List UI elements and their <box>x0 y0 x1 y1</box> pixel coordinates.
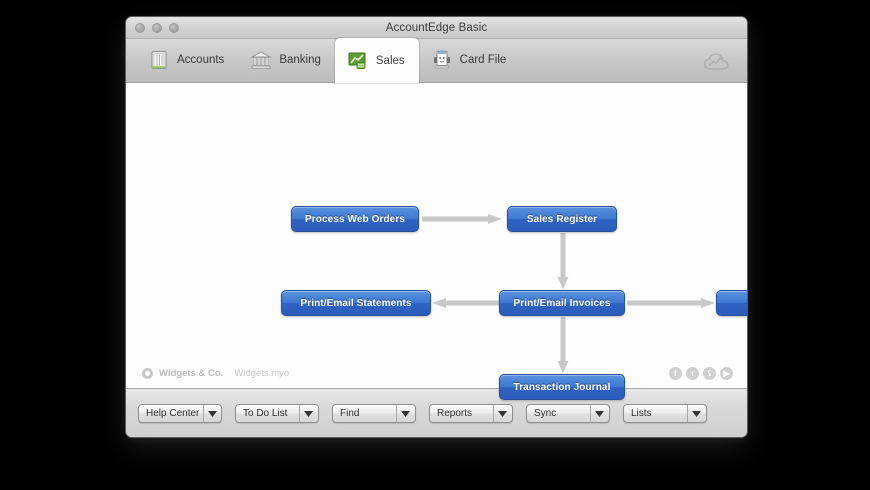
bottom-toolbar: Help Center To Do List Find Reports <box>126 388 747 437</box>
tab-sales[interactable]: Sales <box>334 38 419 83</box>
cloud-sync-icon[interactable] <box>703 50 733 74</box>
card-file-icon <box>431 49 453 71</box>
youtube-icon[interactable]: ▶ <box>720 366 733 380</box>
connector-register-to-invoices <box>556 233 570 296</box>
lists-popup-button[interactable]: Lists <box>623 404 707 423</box>
company-name: Widgets & Co. <box>159 367 224 379</box>
tab-card-file[interactable]: Card File <box>419 38 521 82</box>
company-info-bar: Widgets & Co. Widgets.myo f t ʕ ▶ <box>126 358 747 388</box>
flow-node-label: Print/Email Invoices <box>513 297 611 309</box>
chevron-down-icon[interactable] <box>204 405 221 422</box>
main-tab-bar: Accounts Banking <box>126 38 747 83</box>
tab-label: Card File <box>459 54 507 66</box>
tab-accounts[interactable]: Accounts <box>136 38 238 82</box>
sync-popup-button[interactable]: Sync <box>526 404 610 423</box>
close-button[interactable] <box>135 22 145 33</box>
tab-label: Accounts <box>177 54 225 66</box>
reports-popup-button[interactable]: Reports <box>429 404 513 423</box>
company-info: Widgets & Co. Widgets.myo <box>142 367 290 379</box>
chevron-down-icon[interactable] <box>591 405 609 422</box>
connector-invoices-to-receipts <box>627 296 716 315</box>
divider <box>686 405 688 422</box>
flow-node-label: Transaction Journal <box>513 381 611 393</box>
flow-node-print-email-statements[interactable]: Print/Email Statements <box>281 290 431 316</box>
flow-node-label: Sales Register <box>526 213 598 225</box>
chevron-down-icon[interactable] <box>688 405 706 422</box>
to-do-list-popup-button[interactable]: To Do List <box>235 404 319 423</box>
window-controls <box>135 22 179 33</box>
help-center-popup-button[interactable]: Help Center <box>138 404 222 423</box>
connector-invoices-to-journal <box>556 317 570 380</box>
facebook-icon[interactable]: f <box>669 366 682 380</box>
connector-invoices-to-statements <box>432 296 500 315</box>
app-window: AccountEdge Basic Accounts <box>125 16 748 438</box>
flow-node-transaction-journal[interactable]: Transaction Journal <box>499 374 625 400</box>
find-label: Find <box>340 408 360 419</box>
flow-node-process-web-orders[interactable]: Process Web Orders <box>291 206 419 232</box>
flow-node-receipts[interactable]: Receipts <box>716 290 748 316</box>
flow-node-label: Process Web Orders <box>305 213 405 225</box>
sales-flowchart-canvas: Process Web Orders Sales Register Print/… <box>126 83 748 400</box>
flow-node-label: Print/Email Statements <box>300 297 412 309</box>
flow-node-sales-register[interactable]: Sales Register <box>507 206 617 232</box>
company-badge-icon <box>142 367 153 379</box>
minimize-button[interactable] <box>152 22 162 33</box>
window-title: AccountEdge Basic <box>385 21 488 34</box>
rss-icon[interactable]: ʕ <box>703 366 716 380</box>
sync-label: Sync <box>534 408 557 419</box>
help-center-label: Help Center <box>146 408 200 419</box>
divider <box>298 405 300 422</box>
divider <box>203 405 204 422</box>
to-do-list-label: To Do List <box>243 408 288 419</box>
social-links: f t ʕ ▶ <box>669 366 733 380</box>
twitter-icon[interactable]: t <box>686 366 699 380</box>
tab-label: Sales <box>375 54 405 67</box>
connector-web-orders-to-register <box>422 212 504 231</box>
lists-label: Lists <box>631 408 652 419</box>
ledger-book-icon <box>148 49 170 71</box>
divider <box>589 405 591 422</box>
reports-label: Reports <box>437 408 473 419</box>
chevron-down-icon[interactable] <box>494 405 512 422</box>
divider <box>395 405 397 422</box>
company-file-name: Widgets.myo <box>234 367 290 379</box>
tab-banking[interactable]: Banking <box>238 38 335 82</box>
chevron-down-icon[interactable] <box>300 405 318 422</box>
bank-building-icon <box>250 49 273 71</box>
sales-chart-icon <box>347 50 369 72</box>
divider <box>492 405 494 422</box>
zoom-button[interactable] <box>169 22 179 33</box>
flow-node-print-email-invoices[interactable]: Print/Email Invoices <box>499 290 625 316</box>
find-popup-button[interactable]: Find <box>332 404 416 423</box>
chevron-down-icon[interactable] <box>397 405 415 422</box>
flow-node-label: Receipts <box>747 298 748 309</box>
tab-label: Banking <box>279 54 321 66</box>
title-bar[interactable]: AccountEdge Basic <box>126 17 747 39</box>
